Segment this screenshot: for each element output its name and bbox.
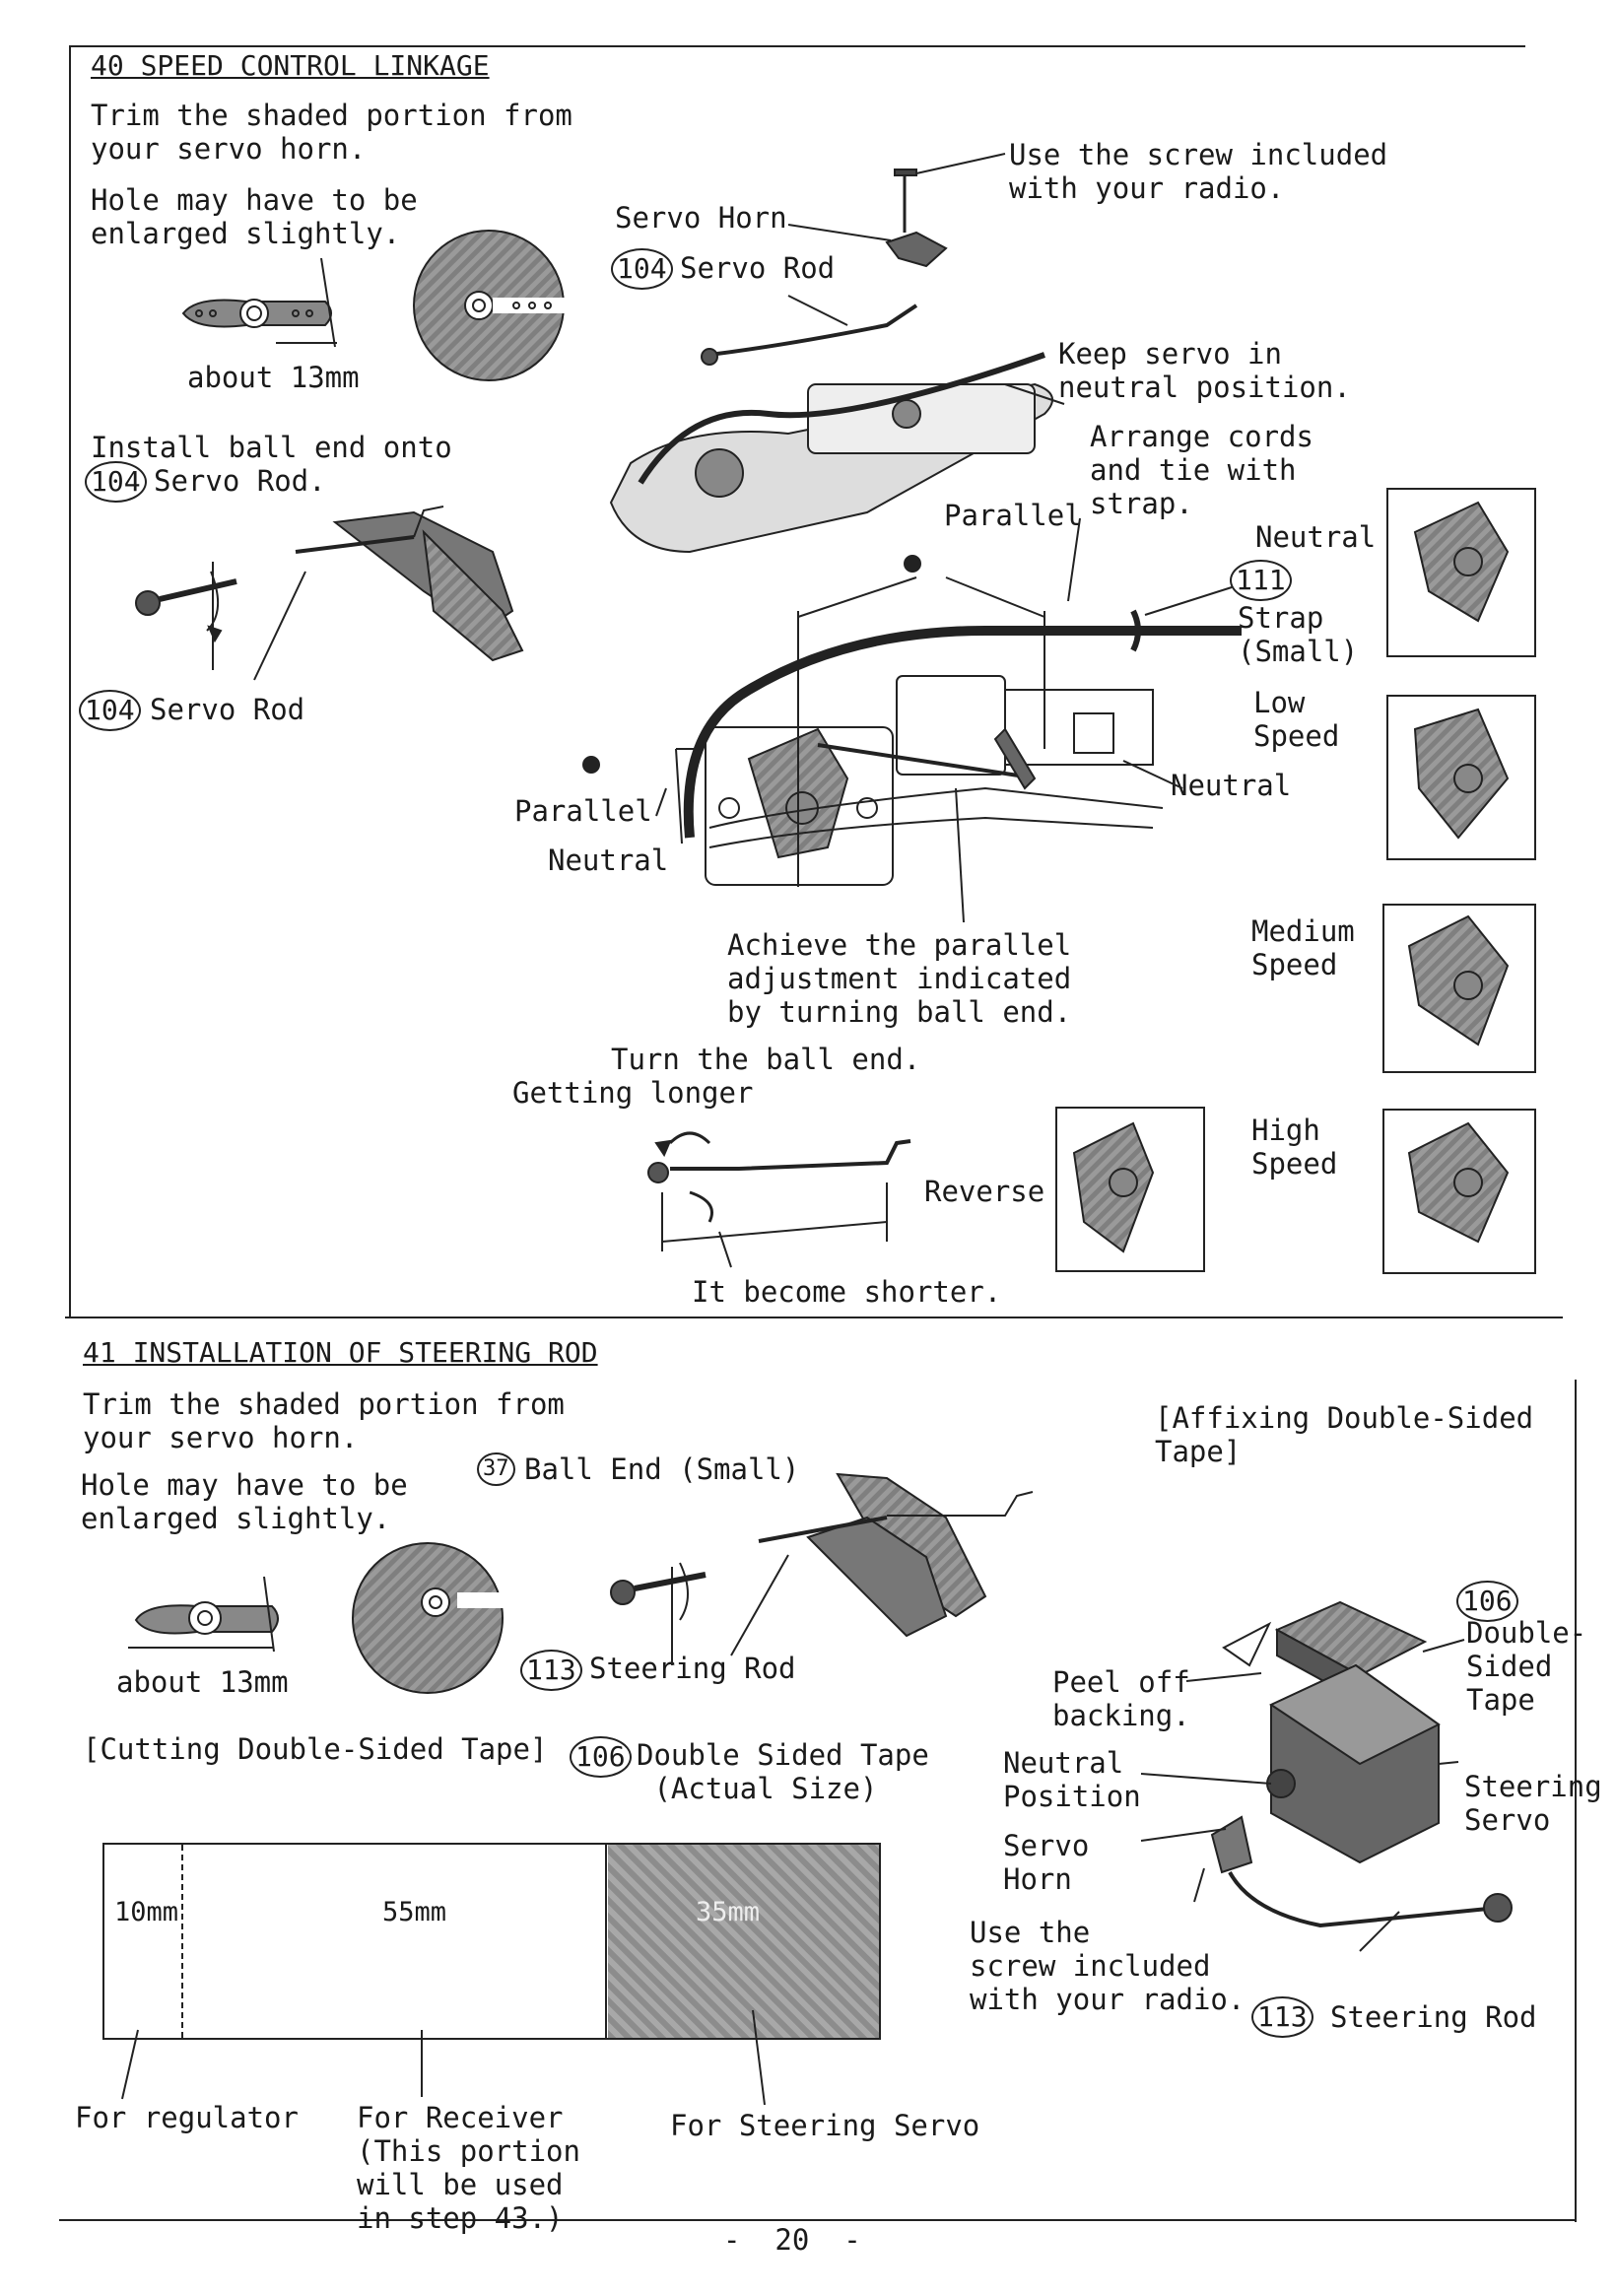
bottom-rule — [59, 2219, 1577, 2221]
position-low-speed: Low Speed — [1253, 686, 1340, 753]
arrange-cords-note: Arrange cords and tie with strap. — [1090, 420, 1313, 520]
right-rule-41 — [1575, 1380, 1577, 2222]
screw-note: Use the screw included with your radio. — [1009, 138, 1388, 205]
part-104-badge: 104 — [85, 461, 147, 503]
pliers-icon — [135, 506, 524, 681]
step40-install-text: Install ball end onto — [91, 431, 452, 464]
step40-hole-text: Hole may have to be enlarged slightly. — [91, 183, 418, 250]
speed-control-diagram — [582, 517, 1242, 923]
servo-assembly-icon — [609, 153, 1065, 554]
part-104-badge: 104 — [79, 690, 141, 731]
part-113-badge: 113 — [520, 1650, 582, 1691]
page-number: - 20 - — [723, 2223, 861, 2257]
throttle-position-panels — [1382, 488, 1536, 1274]
part-111-badge: 111 — [1230, 560, 1292, 601]
tape-diagram — [102, 1843, 881, 2040]
part-106-badge: 106 — [570, 1736, 632, 1778]
keep-neutral-note: Keep servo in neutral position. — [1058, 337, 1351, 404]
tape-callout-lines — [121, 2009, 766, 2106]
step41-trim-text: Trim the shaded portion from your servo … — [83, 1387, 565, 1454]
strap-label: Strap (Small) — [1238, 601, 1359, 668]
servo-rod-label: Servo Rod — [680, 251, 836, 285]
step40-install-part-label: Servo Rod. — [154, 464, 326, 498]
achieve-note: Achieve the parallel adjustment indicate… — [727, 928, 1072, 1029]
reverse-rod-icon — [647, 1107, 1205, 1272]
position-medium-speed: Medium Speed — [1251, 914, 1355, 981]
divider — [181, 1845, 183, 2038]
step40-about-text: about 13mm — [187, 361, 360, 394]
section-divider — [65, 1317, 1563, 1318]
dimension-label: 55mm — [382, 1897, 447, 1927]
servo-horn-detail-icon — [352, 1542, 506, 1694]
peel-off-note: Peel off backing. — [1052, 1665, 1190, 1732]
for-receiver-label: For Receiver (This portion will be used … — [357, 2101, 580, 2235]
servo-horn-icon — [181, 257, 337, 348]
step41-about-text: about 13mm — [116, 1665, 289, 1699]
step41-heading: 41 INSTALLATION OF STEERING ROD — [83, 1336, 598, 1369]
step41-hole-text: Hole may have to be enlarged slightly. — [81, 1468, 408, 1535]
longer-note: Getting longer — [512, 1076, 754, 1110]
neutral-label: Neutral — [1171, 769, 1292, 802]
for-regulator-label: For regulator — [75, 2101, 299, 2134]
servo-rod-label: Servo Rod — [150, 693, 305, 726]
steering-rod-label: Steering Rod — [589, 1652, 796, 1685]
position-neutral: Neutral — [1255, 520, 1377, 554]
double-sided-tape-label: Double- Sided Tape — [1466, 1616, 1587, 1717]
steering-servo-label: Steering Servo — [1464, 1770, 1602, 1837]
left-rule — [69, 45, 71, 1317]
steering-rod-label: Steering Rod — [1330, 2000, 1537, 2034]
position-high-speed: High Speed — [1251, 1114, 1338, 1181]
part-106-badge: 106 — [1456, 1581, 1518, 1622]
servo-horn-detail-icon — [413, 230, 572, 381]
neutral-position-label: Neutral Position — [1003, 1746, 1141, 1813]
screw-note: Use the screw included with your radio. — [970, 1916, 1246, 2016]
neutral-label: Neutral — [548, 844, 669, 877]
turn-note: Turn the ball end. — [611, 1043, 921, 1076]
dimension-label: 35mm — [696, 1897, 761, 1927]
parallel-label: Parallel — [514, 794, 652, 828]
part-113-badge: 113 — [1251, 1996, 1313, 2038]
servo-horn-label: Servo Horn — [1003, 1829, 1090, 1896]
ball-end-label: Ball End (Small) — [524, 1452, 800, 1486]
steering-servo-icon — [1140, 1600, 1513, 1952]
part-104-badge: 104 — [611, 248, 673, 290]
servo-horn-label: Servo Horn — [615, 201, 787, 235]
for-steering-servo-label: For Steering Servo — [670, 2109, 980, 2142]
part-37-badge: 37 — [477, 1452, 515, 1486]
step40-trim-text: Trim the shaded portion from your servo … — [91, 99, 572, 166]
top-rule — [69, 45, 1525, 47]
pliers-icon — [610, 1472, 1034, 1665]
shaded-region — [608, 1845, 879, 2038]
double-sided-tape-label: Double Sided Tape (Actual Size) — [637, 1738, 929, 1805]
step40-heading: 40 SPEED CONTROL LINKAGE — [91, 49, 490, 82]
divider — [605, 1845, 607, 2038]
cutting-tape-heading: [Cutting Double-Sided Tape] — [83, 1732, 548, 1766]
dimension-label: 10mm — [114, 1897, 179, 1927]
parallel-label: Parallel — [944, 499, 1082, 532]
shorter-note: It become shorter. — [692, 1275, 1002, 1309]
servo-horn-icon — [128, 1576, 279, 1653]
reverse-label: Reverse — [924, 1175, 1045, 1208]
affixing-tape-heading: [Affixing Double-Sided Tape] — [1155, 1401, 1534, 1468]
